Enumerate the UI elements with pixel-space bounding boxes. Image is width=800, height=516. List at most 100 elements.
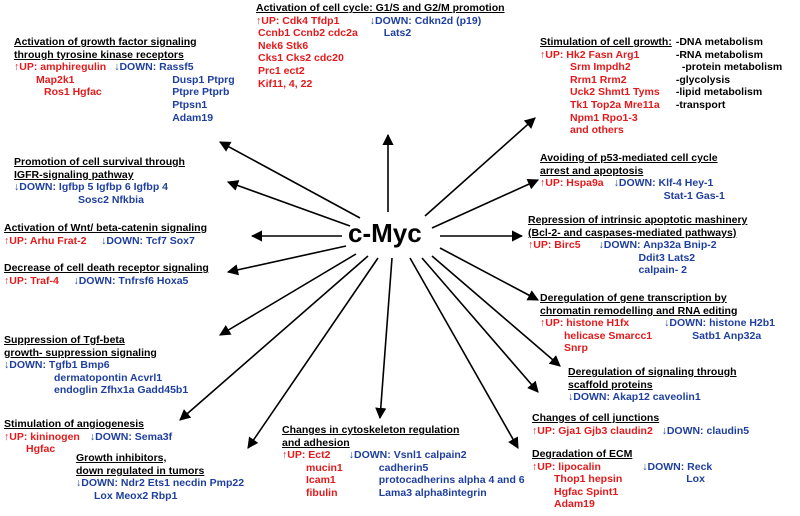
up-label: ↑UP:: [532, 424, 556, 437]
down-label: ↓DOWN:: [101, 234, 144, 247]
group-survival: Promotion of cell survival through IGFR-…: [14, 156, 185, 206]
down-gene: histone H2b1: [709, 317, 776, 330]
group-title: Stimulation of angiogenesis: [4, 418, 145, 430]
group-title: Activation of cell cycle: G1/S and G2/M …: [256, 2, 505, 14]
down-gene: Lox: [686, 473, 705, 486]
group-angiogenesis: Stimulation of angiogenesis ↑UP: kininog…: [4, 418, 172, 456]
arrow-tgf: [219, 253, 357, 336]
group-tgf: Suppression of Tgf-beta growth- suppress…: [4, 334, 188, 397]
down-label: ↓DOWN:: [642, 460, 685, 473]
up-label: ↑UP:: [4, 274, 28, 287]
arrow-inhibitors: [247, 257, 379, 449]
down-gene: dermatopontin Acvrl1: [54, 371, 163, 384]
center-node-cmyc: c-Myc: [348, 218, 422, 248]
group-title: Activation of growth factor signaling: [14, 36, 197, 48]
up-gene: Snrp: [564, 342, 588, 355]
group-title: and adhesion: [282, 436, 350, 449]
down-label: ↓DOWN:: [661, 424, 704, 437]
down-label: ↓DOWN:: [664, 317, 707, 330]
group-title: growth- suppression signaling: [4, 346, 157, 359]
down-gene: Tnfrsf6 Hoxa5: [118, 274, 189, 287]
up-gene: amphiregulin: [40, 61, 107, 74]
group-chromatin: Deregulation of gene transcription by ch…: [540, 292, 775, 355]
process-item: -transport: [675, 98, 726, 111]
arrow-ecm: [409, 257, 519, 449]
down-gene: Akap12 caveolin1: [612, 391, 701, 404]
down-gene: Lox Meox2 Rbp1: [94, 489, 178, 502]
down-gene: Reck: [687, 460, 713, 473]
down-gene: Anp32a Bnip-2: [643, 239, 717, 252]
down-gene: Ndr2 Ets1 necdin Pmp22: [120, 477, 245, 490]
group-title: IGFR-signaling pathway: [14, 168, 134, 181]
arrow-growth-factor: [219, 141, 361, 219]
group-title: Promotion of cell survival through: [14, 156, 185, 168]
up-gene: kininogen: [30, 430, 80, 443]
up-gene: Srm Impdh2: [570, 61, 631, 74]
down-gene: Vsnl1 calpain2: [393, 449, 467, 462]
up-gene: Arhu Frat-2: [29, 234, 87, 247]
group-title: Deregulation of gene transcription by: [540, 292, 727, 304]
down-gene: Sosc2 Nfkbia: [78, 193, 144, 206]
group-ecm: Degradation of ECM ↑UP: lipocalin Thop1 …: [532, 448, 712, 511]
down-gene: Ddit3 Lats2: [638, 251, 696, 264]
group-cell-growth: Stimulation of cell growth: ↑UP: Hk2 Fas…: [540, 36, 782, 137]
down-gene: endoglin Zfhx1a Gadd45b1: [54, 384, 189, 397]
process-item: -DNA metabolism: [675, 36, 763, 48]
group-growth-factor: Activation of growth factor signaling th…: [14, 36, 235, 124]
group-title: Avoiding of p53-mediated cell cycle: [540, 152, 718, 164]
arrow-death-receptor: [226, 245, 347, 276]
group-title: Repression of intrinsic apoptotic mashin…: [528, 214, 748, 226]
up-gene: Kif11, 4, 22: [258, 77, 313, 90]
up-gene: Ccnb1 Ccnb2 cdc2a: [258, 27, 358, 40]
down-label: ↓DOWN:: [348, 449, 391, 462]
down-label: ↓DOWN:: [76, 477, 118, 490]
down-gene: Rassf5: [159, 61, 194, 74]
down-label: ↓DOWN:: [598, 239, 641, 252]
group-title: Growth inhibitors,: [76, 452, 167, 464]
down-gene: Dusp1 Ptprg: [172, 73, 235, 86]
up-gene: Hgfac Spint1: [554, 485, 619, 498]
group-title: down regulated in tumors: [76, 464, 205, 477]
arrow-survival: [226, 180, 351, 227]
up-gene: Uck2 Shmt1 Tyms: [570, 86, 660, 99]
arrow-p53: [431, 179, 540, 229]
group-title: Degradation of ECM: [532, 448, 633, 460]
arrow-junctions: [421, 257, 539, 393]
group-title: chromatin remodelling and RNA editing: [540, 304, 738, 317]
arrow-scaffold: [431, 255, 561, 367]
up-gene: Birc5: [554, 239, 581, 252]
up-gene: Tk1 Top2a Mre11a: [570, 98, 660, 111]
down-gene: Ptpsn1: [172, 98, 208, 111]
down-label: ↓DOWN:: [568, 391, 610, 404]
down-gene: claudin5: [706, 424, 750, 437]
process-item: -protein metabolism: [681, 61, 783, 74]
group-title: through tyrosine kinase receptors: [14, 48, 184, 61]
up-label: ↑UP:: [540, 317, 564, 330]
up-label: ↑UP:: [540, 177, 564, 190]
up-gene: Npm1 Rpo1-3: [570, 111, 638, 124]
group-death-receptor: Decrease of cell death receptor signalin…: [4, 262, 209, 287]
up-gene: Thop1 hepsin: [554, 473, 623, 486]
group-title: (Bcl-2- and caspases-mediated pathways): [528, 226, 737, 239]
up-gene: Prc1 ect2: [258, 64, 305, 77]
down-label: ↓DOWN:: [89, 430, 132, 443]
group-title: arrest and apoptosis: [540, 164, 644, 177]
up-gene: Cdk4 Tfdp1: [282, 14, 340, 27]
down-label: ↓DOWN:: [4, 359, 46, 372]
up-gene: Hk2 Fasn Arg1: [566, 48, 640, 61]
down-gene: Tgfb1 Bmp6: [48, 359, 110, 372]
down-gene: Klf-4 Hey-1: [658, 177, 714, 190]
down-gene: Lama3 alpha8integrin: [378, 486, 487, 499]
down-label: ↓DOWN:: [14, 181, 56, 194]
group-title: Changes in cytoskeleton regulation: [282, 424, 460, 436]
up-label: ↑UP:: [14, 61, 38, 74]
down-gene: Sema3f: [134, 430, 173, 443]
group-scaffold: Deregulation of signaling through scaffo…: [568, 366, 737, 404]
down-gene: Ptpre Ptprb: [172, 86, 230, 99]
down-label: ↓DOWN:: [114, 61, 157, 74]
group-inhibitors: Growth inhibitors, down regulated in tum…: [76, 452, 244, 502]
up-label: ↑UP:: [532, 460, 556, 473]
up-gene: lipocalin: [558, 460, 601, 473]
group-title: Deregulation of signaling through: [568, 366, 737, 378]
